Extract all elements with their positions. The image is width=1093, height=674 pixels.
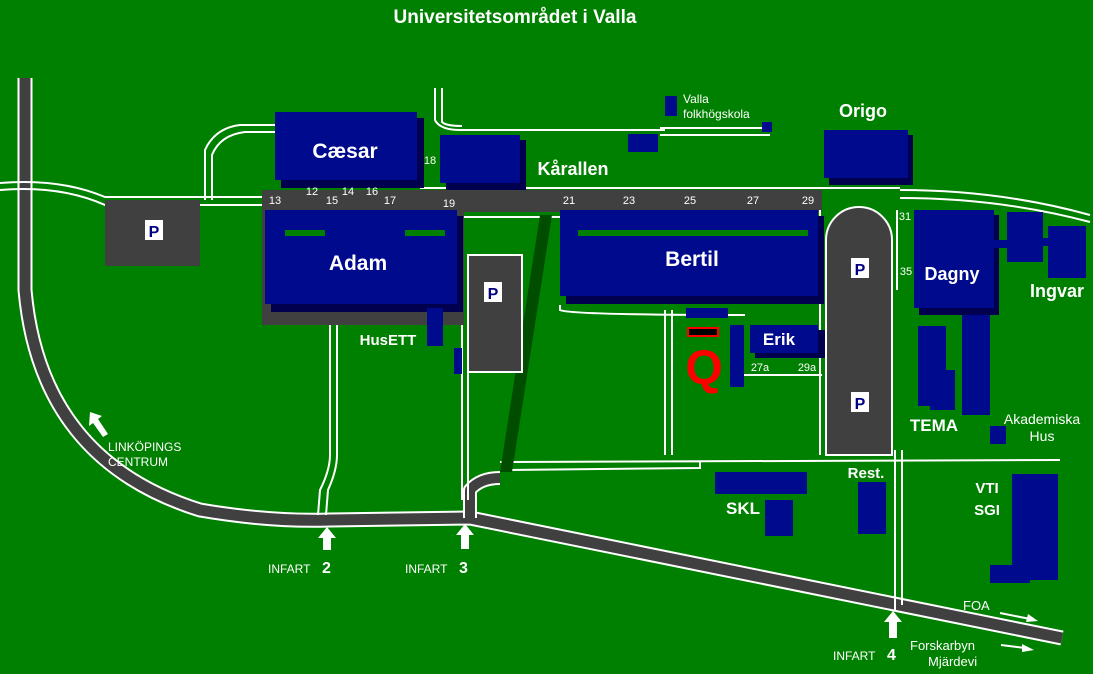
map-label: Cæsar [312, 140, 377, 163]
map-label: 35 [900, 266, 912, 278]
tree-row [500, 215, 552, 472]
map-label: 2 [322, 560, 331, 577]
map-label: Akademiska [1004, 411, 1080, 427]
map-label: Dagny [924, 264, 979, 284]
map-label: Ingvar [1030, 281, 1084, 301]
map-label: 21 [563, 195, 575, 207]
map-label: P [488, 286, 499, 303]
building-dagny[interactable]: Dagny [914, 210, 1010, 315]
map-label: SKL [726, 499, 760, 518]
map-label: CENTRUM [108, 455, 168, 469]
map-label: Hus [1030, 428, 1055, 444]
map-label: 18 [424, 155, 436, 167]
map-label: LINKÖPINGS [108, 440, 181, 454]
map-label: 15 [326, 195, 338, 207]
building-skl[interactable]: SKL [715, 472, 807, 536]
map-label: Origo [839, 101, 887, 121]
map-label: Kårallen [537, 159, 608, 179]
building-origo[interactable]: Origo [824, 101, 913, 185]
map-title: Universitetsområdet i Valla [394, 7, 637, 28]
direction-foa[interactable]: FOA [963, 598, 1038, 622]
map-label: 4 [887, 647, 896, 664]
map-label: VTI [975, 480, 998, 497]
map-label: Erik [763, 330, 796, 349]
building-caesar[interactable]: Cæsar [275, 112, 424, 188]
map-label: 19 [443, 198, 455, 210]
arrow-up-icon [884, 611, 902, 638]
map-label: 3 [459, 560, 468, 577]
map-label: Rest. [848, 465, 885, 482]
building-vti-sgi[interactable]: VTI SGI [974, 474, 1058, 583]
arrow-right-icon [1022, 644, 1034, 652]
map-label: Adam [329, 252, 387, 275]
direction-forskarbyn[interactable]: Forskarbyn Mjärdevi [910, 638, 1034, 669]
building-karallen[interactable]: Kårallen [440, 135, 609, 190]
map-label: 12 [306, 186, 318, 198]
parking-west[interactable]: P [105, 200, 200, 266]
building-ingvar[interactable]: Ingvar [1007, 212, 1086, 301]
arrow-up-left-icon [89, 412, 108, 437]
infart-2[interactable]: INFART 2 [268, 527, 336, 577]
building-bertil[interactable]: Bertil [560, 210, 824, 304]
map-label: Q [685, 342, 722, 395]
building-restaurant[interactable]: Rest. [848, 465, 886, 534]
arrow-up-icon [318, 527, 336, 550]
map-label: 29 [802, 195, 814, 207]
map-label: P [855, 396, 866, 413]
arrow-right-icon [1026, 614, 1038, 622]
map-label: Bertil [665, 248, 719, 271]
map-label: INFART [405, 562, 448, 576]
map-label: 25 [684, 195, 696, 207]
direction-linkoping[interactable]: LINKÖPINGS CENTRUM [89, 412, 181, 469]
map-label: 29a [798, 362, 817, 374]
map-label: 31 [899, 211, 911, 223]
map-label: 17 [384, 195, 396, 207]
q-marker[interactable]: Q [685, 327, 723, 395]
map-label: P [149, 224, 160, 241]
arrow-up-icon [456, 524, 474, 549]
map-label: 23 [623, 195, 635, 207]
map-label: 27 [747, 195, 759, 207]
map-label: SGI [974, 502, 1000, 519]
map-label: Valla [683, 92, 709, 106]
parking-east[interactable]: P P [825, 206, 893, 456]
entrance-numbers: 12 13 14 15 16 17 18 19 21 23 25 27 29 3… [269, 155, 912, 374]
map-label: INFART [268, 562, 311, 576]
map-label: 16 [366, 186, 378, 198]
building-valla-folkhogskola[interactable]: Valla folkhögskola [628, 92, 772, 152]
map-label: FOA [963, 598, 990, 613]
map-label: 14 [342, 186, 354, 198]
map-label: 27a [751, 362, 770, 374]
building-erik[interactable]: Erik [730, 325, 825, 387]
map-label: HusETT [360, 332, 417, 349]
infart-4[interactable]: INFART 4 [833, 611, 902, 664]
map-label: INFART [833, 649, 876, 663]
map-label: folkhögskola [683, 107, 750, 121]
map-label: Forskarbyn [910, 638, 975, 653]
building-akademiska-hus[interactable]: Akademiska Hus [990, 411, 1080, 444]
building-husett[interactable]: HusETT [360, 308, 462, 374]
map-label: Mjärdevi [928, 654, 977, 669]
building-small [686, 308, 728, 318]
map-label: TEMA [910, 416, 958, 435]
map-label: P [855, 262, 866, 279]
map-label: 13 [269, 195, 281, 207]
building-tema[interactable]: TEMA [910, 315, 990, 435]
building-adam[interactable]: Adam [265, 210, 463, 312]
infart-3[interactable]: INFART 3 [405, 524, 474, 577]
